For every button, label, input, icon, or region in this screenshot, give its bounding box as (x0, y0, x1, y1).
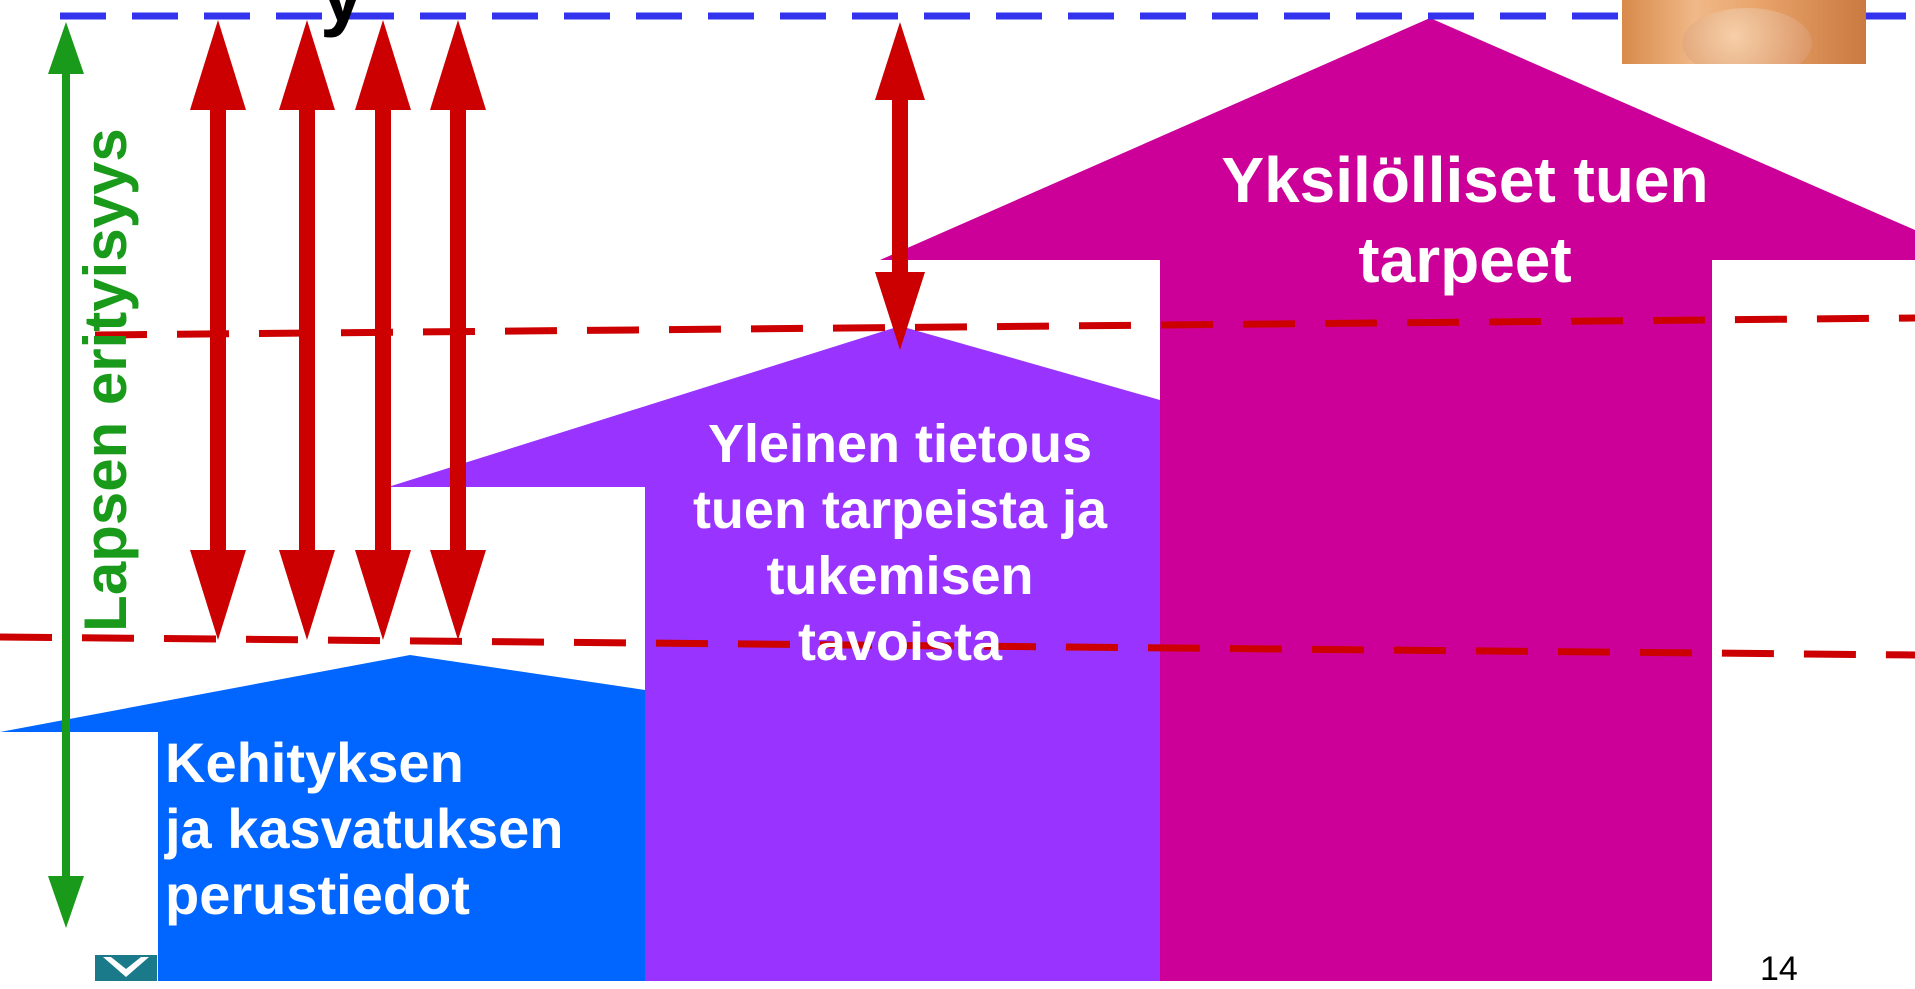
basic-knowledge-label: Kehityksen ja kasvatuksen perustiedot (165, 730, 563, 928)
individual-label-line: Yksilölliset tuen (1221, 144, 1709, 216)
organization-logo-icon (95, 955, 157, 981)
title-fragment: y (320, 0, 365, 40)
double-arrow (875, 22, 925, 350)
general-label-line: tavoista (797, 611, 1003, 672)
axis-label: Lapsen erityisyys (72, 128, 139, 632)
axis-double-arrow (48, 22, 84, 928)
page-number: 14 (1760, 950, 1798, 988)
difference-arrows (190, 20, 925, 640)
general-label-line: tuen tarpeista ja (692, 479, 1108, 540)
individual-needs-label: Yksilölliset tuen tarpeet (1125, 140, 1805, 300)
lower-dashed-line (0, 633, 1915, 659)
double-arrow (279, 20, 335, 640)
basic-label-line: Kehityksen (165, 731, 464, 794)
basic-knowledge-arrow-block (0, 655, 645, 981)
specialness-axis-arrow (48, 22, 84, 928)
double-arrow (355, 20, 411, 640)
general-knowledge-label: Yleinen tietous tuen tarpeista ja tukemi… (640, 412, 1160, 676)
child-photo-icon (1622, 0, 1866, 64)
basic-label-line: ja kasvatuksen (165, 797, 564, 861)
general-label-line: tukemisen (766, 545, 1034, 606)
double-arrow (430, 20, 486, 640)
general-label-line: Yleinen tietous (707, 414, 1093, 474)
middle-dashed-line (94, 314, 1915, 339)
general-knowledge-arrow-block (388, 326, 1160, 981)
individual-needs-arrow-block (880, 18, 1915, 981)
double-arrow (190, 20, 246, 640)
basic-label-line: perustiedot (165, 863, 470, 927)
individual-label-line: tarpeet (1358, 224, 1572, 296)
